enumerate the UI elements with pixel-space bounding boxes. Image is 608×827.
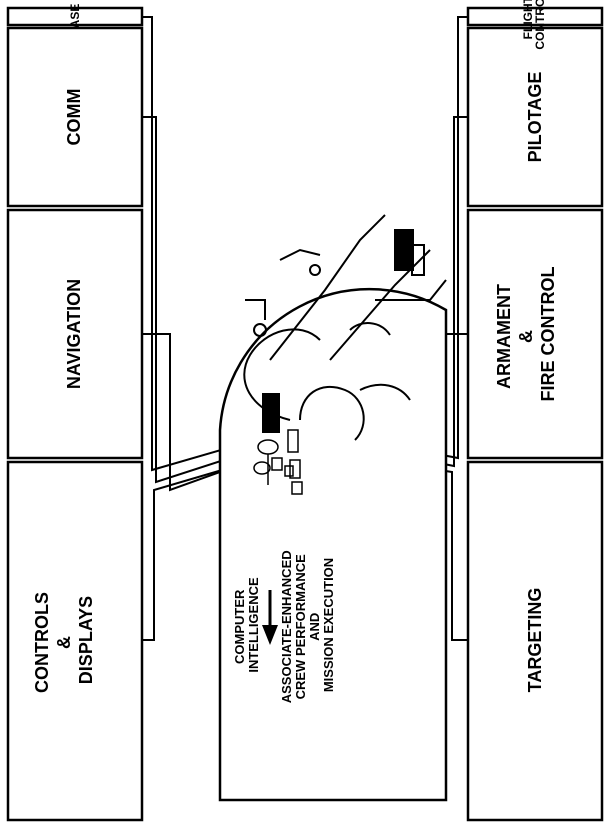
label-targeting: TARGETING [525, 588, 545, 693]
box-labels: CONTROLS & DISPLAYS NAVIGATION COMM ASE … [32, 0, 558, 693]
box-controls-displays [6, 460, 144, 822]
center-text-block: COMPUTER INTELLIGENCE ASSOCIATE-ENHANCED… [232, 547, 336, 704]
down-arrow-icon [262, 590, 278, 645]
central-hub-outline [218, 287, 448, 802]
central-hub [218, 287, 448, 802]
label-armament-fire-control: ARMAMENT & FIRE CONTROL [494, 267, 558, 402]
label-comm: COMM [64, 89, 84, 146]
computer-intelligence-label: COMPUTER INTELLIGENCE [232, 577, 261, 673]
associate-enhanced-label: ASSOCIATE-ENHANCED CREW PERFORMANCE AND … [279, 547, 336, 704]
cockpit-scene-illustration [243, 214, 447, 441]
label-ase: ASE [68, 4, 82, 29]
label-flight-controls: FLIGHT CONTROLS [521, 0, 547, 50]
system-schematic-icon [253, 429, 303, 495]
label-navigation: NAVIGATION [64, 279, 84, 389]
label-controls-displays: CONTROLS & DISPLAYS [32, 587, 96, 693]
label-pilotage: PILOTAGE [525, 72, 545, 163]
